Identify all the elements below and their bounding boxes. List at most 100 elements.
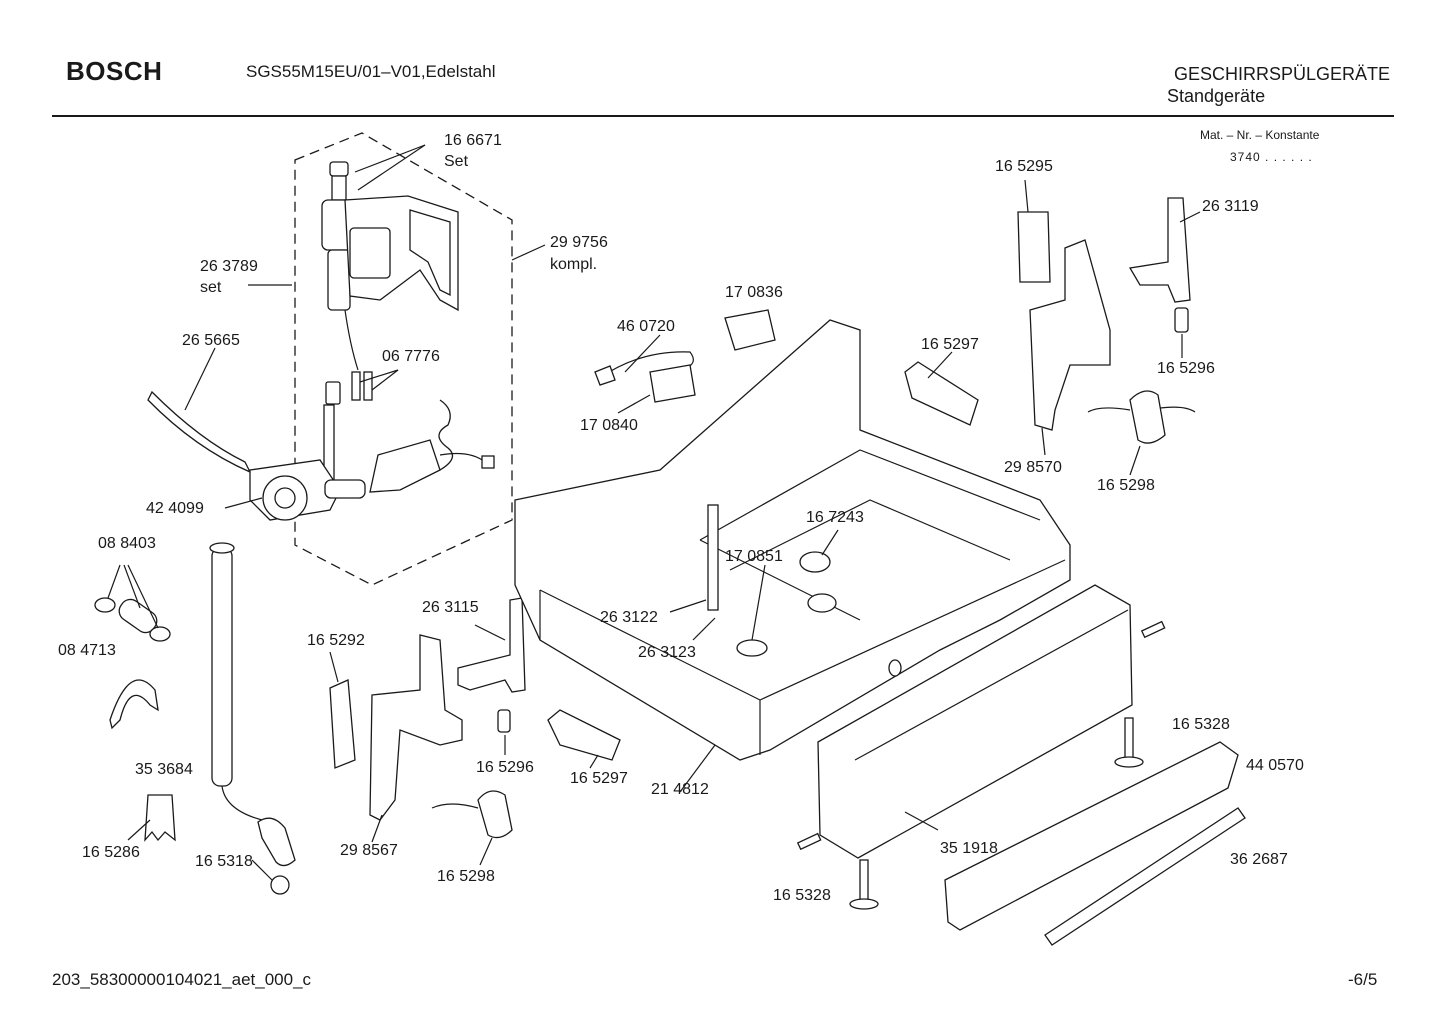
part-label-440570: 44 0570	[1246, 757, 1304, 774]
ring-165318-part	[270, 875, 290, 895]
hose-end-part	[257, 817, 296, 867]
leader-351918	[904, 811, 939, 831]
switch-165298a-wire	[431, 803, 479, 809]
leader-067776-b	[371, 369, 399, 391]
switch-165298b-part	[1129, 390, 1166, 444]
switch-165298b-wire	[1087, 407, 1131, 413]
leader-298567	[371, 814, 383, 843]
part-label-167243: 16 7243	[806, 509, 864, 526]
latch-165296b-part	[1174, 307, 1189, 333]
part-label-263789-set: set	[200, 279, 222, 296]
clamp-parts	[94, 597, 171, 642]
screw-right-part	[1140, 620, 1166, 639]
leader-088403-c	[127, 564, 159, 629]
part-label-263115: 26 3115	[422, 599, 479, 616]
part-label-084713: 08 4713	[58, 642, 116, 659]
hose-wire	[221, 785, 263, 821]
part-label-299756: 29 9756	[550, 234, 608, 251]
leader-263115	[474, 624, 506, 641]
part-label-170851: 17 0851	[725, 548, 783, 565]
bracket-263119-part	[1128, 197, 1191, 303]
leader-298570	[1041, 427, 1046, 456]
part-label-165297a: 16 5297	[570, 770, 628, 787]
leader-165298b	[1129, 445, 1141, 476]
leader-165298a	[479, 837, 493, 866]
part-label-165292: 16 5292	[307, 632, 365, 649]
connector-part-a	[351, 371, 361, 401]
leader-088403-b	[123, 564, 141, 609]
corrugated-hose-part	[211, 547, 233, 787]
leader-165318	[251, 859, 273, 881]
mat-nr-label: Mat. – Nr. – Konstante	[1200, 128, 1320, 142]
leader-067776-a	[359, 369, 399, 383]
valve-wire	[344, 309, 359, 371]
part-label-088403: 08 8403	[98, 535, 156, 552]
screw-165328-bottom-part	[849, 859, 879, 910]
screw-165328-top-part	[1114, 717, 1144, 768]
hose-ring-top	[209, 542, 235, 554]
leader-265665	[184, 347, 216, 411]
part-label-165296a: 16 5296	[476, 759, 534, 776]
pump-424099-part	[249, 459, 366, 521]
leader-166671-a	[354, 144, 426, 173]
mat-nr-value: 3740 . . . . . .	[1230, 150, 1313, 164]
category-title: GESCHIRRSPÜLGERÄTE	[1173, 64, 1390, 84]
part-label-067776: 06 7776	[382, 348, 440, 365]
bracket-298570-part	[1029, 239, 1111, 431]
leader-167243	[821, 529, 839, 556]
leader-165297b	[927, 351, 953, 379]
hose-265665-part	[147, 390, 252, 474]
leader-165286	[127, 819, 151, 841]
part-label-165296b: 16 5296	[1157, 360, 1215, 377]
bracket-298567-part	[369, 634, 463, 821]
part-label-263789: 26 3789	[200, 258, 258, 275]
plinth-351918-part	[817, 584, 1133, 859]
leader-263122	[669, 599, 707, 613]
leader-165292	[329, 651, 339, 683]
part-label-165295: 16 5295	[995, 158, 1053, 175]
part-label-214812: 21 4812	[651, 781, 709, 798]
part-label-460720: 46 0720	[617, 318, 675, 335]
part-label-362687: 36 2687	[1230, 851, 1288, 868]
leader-214812	[679, 744, 716, 793]
leader-424099	[224, 497, 263, 509]
leader-263123	[692, 617, 716, 641]
part-label-263122: 26 3122	[600, 609, 658, 626]
part-label-424099: 42 4099	[146, 500, 204, 517]
part-label-170836: 17 0836	[725, 284, 783, 301]
part-label-166671: 16 6671	[444, 132, 502, 149]
switch-165298b-wire-2	[1159, 406, 1196, 413]
bracket-263115-part	[457, 597, 526, 693]
connector-170840-part	[649, 364, 696, 403]
part-label-165286: 16 5286	[82, 844, 140, 861]
leader-263119	[1179, 211, 1201, 223]
pressure-switch-part	[369, 439, 441, 493]
part-label-165318: 16 5318	[195, 853, 253, 870]
part-label-263123: 26 3123	[638, 644, 696, 661]
wire-plug-part	[594, 365, 616, 386]
part-label-298570: 29 8570	[1004, 459, 1062, 476]
part-label-298567: 29 8567	[340, 842, 398, 859]
screw-left-part	[796, 832, 822, 851]
plug-170836-part	[724, 309, 776, 351]
footer-document-id: 203_58300000104021_aet_000_c	[52, 970, 312, 989]
part-label-170840: 17 0840	[580, 417, 638, 434]
part-label-165297b: 16 5297	[921, 336, 979, 353]
cover-165292-part	[329, 679, 356, 769]
cover-165295-part	[1017, 211, 1051, 283]
leader-170840	[617, 394, 651, 414]
part-label-165298a: 16 5298	[437, 868, 495, 885]
hose-clip-part	[325, 381, 341, 405]
leader-299756	[511, 244, 546, 261]
part-label-165328a: 16 5328	[1172, 716, 1230, 733]
part-label-265665: 26 5665	[182, 332, 240, 349]
leader-166671-b	[357, 144, 426, 191]
base-tub-214812-part	[514, 319, 1071, 761]
part-label-351918: 35 1918	[940, 840, 998, 857]
part-label-299756-kompl: kompl.	[550, 256, 597, 273]
clip-165286-part	[144, 794, 176, 842]
strip-362687-part	[1044, 807, 1246, 946]
switch-165298a-part	[477, 790, 513, 839]
model-title: SGS55M15EU/01–V01,Edelstahl	[246, 62, 496, 81]
